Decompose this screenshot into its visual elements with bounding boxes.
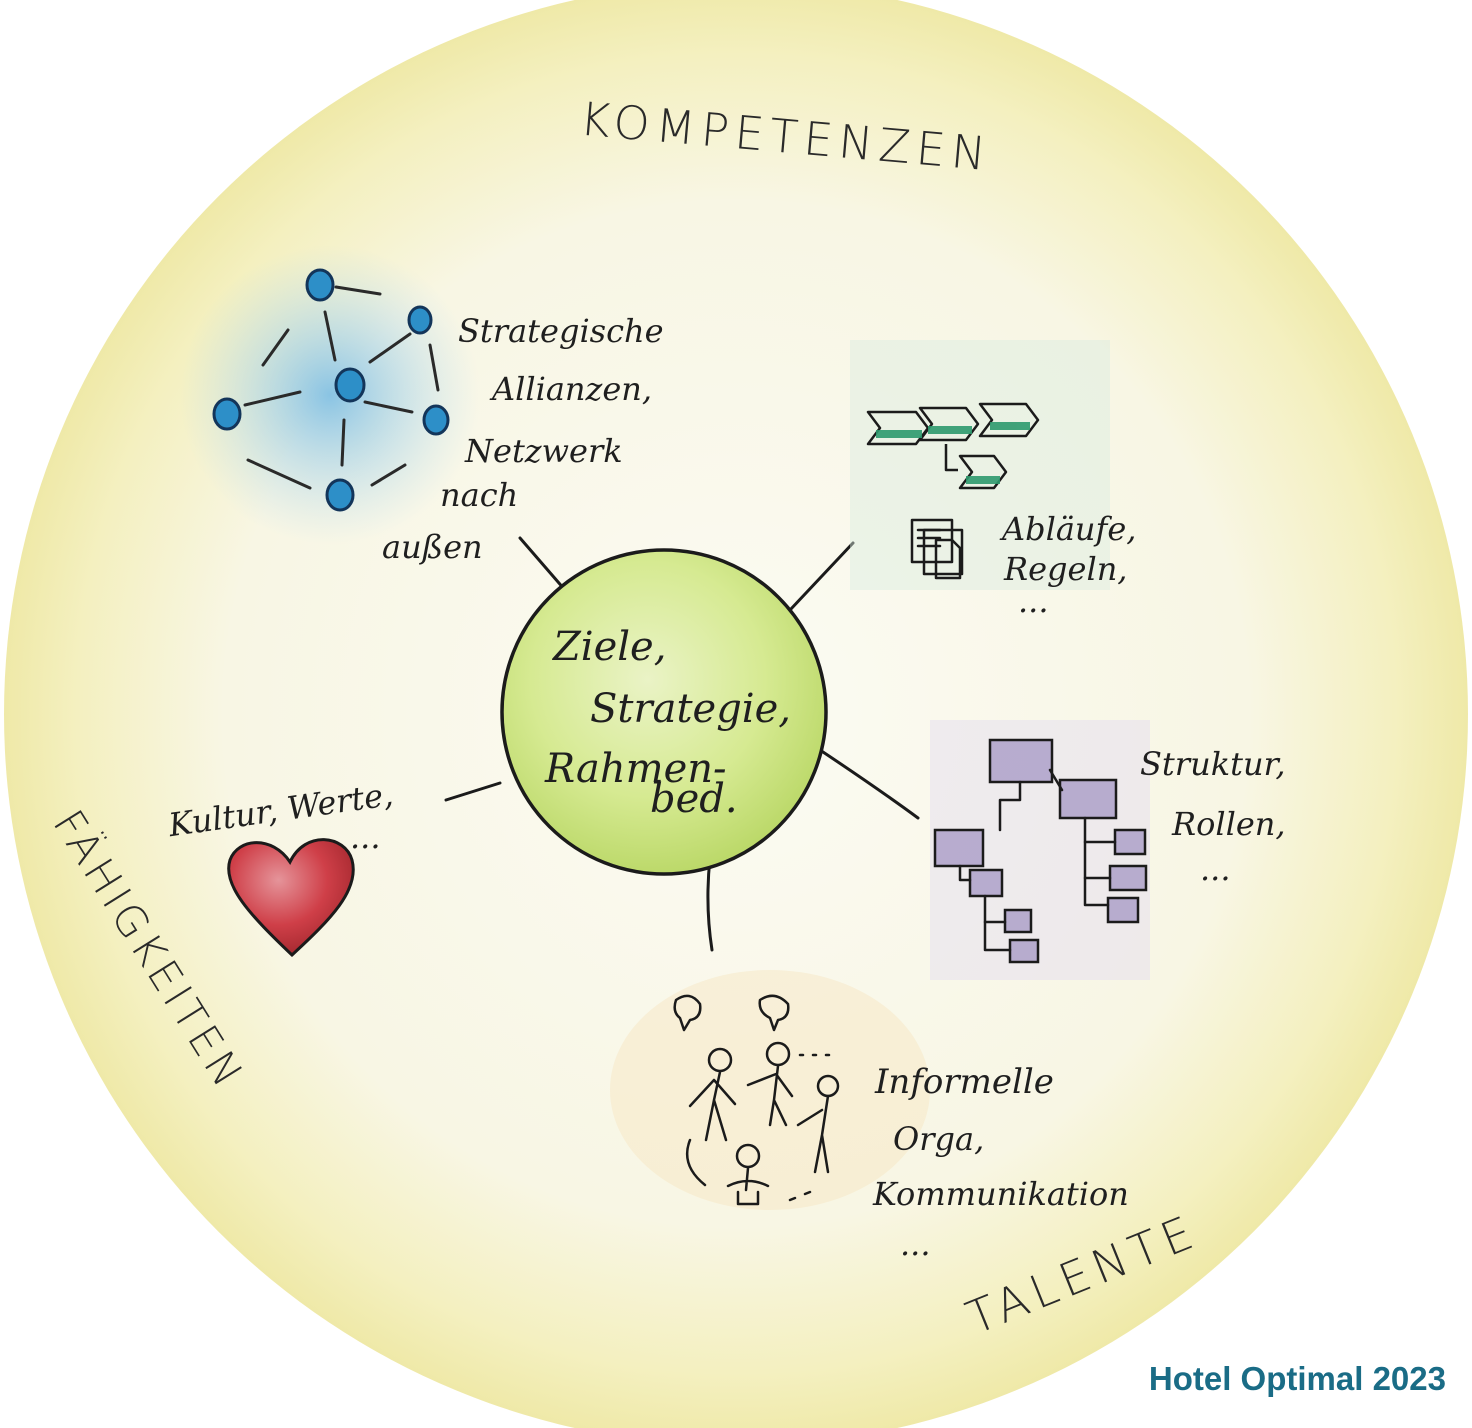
informal-text: Informelle Orga, Kommunikation ...: [872, 1062, 1129, 1263]
informal-line-2: Orga,: [893, 1120, 984, 1158]
center-node: Ziele, Strategie, Rahmen- bed.: [500, 548, 828, 876]
structure-line-1: Struktur,: [1140, 745, 1286, 783]
culture-line-2: ...: [350, 818, 381, 856]
center-circle: [500, 548, 828, 876]
processes-line-3: ...: [1018, 582, 1049, 620]
org-chart-icon: [930, 720, 1150, 980]
network-line-2: Allianzen,: [489, 370, 652, 408]
center-line-3: Rahmen-: [544, 746, 727, 792]
informal-line-1: Informelle: [874, 1062, 1054, 1102]
line-to-culture: [444, 781, 502, 802]
center-line-1: Ziele,: [551, 624, 666, 670]
line-to-structure: [818, 748, 920, 820]
network-line-1: Strategische: [458, 312, 664, 350]
structure-line-3: ...: [1200, 850, 1231, 888]
heart-icon: [227, 838, 355, 958]
informal-line-4: ...: [900, 1225, 931, 1263]
center-line-4: bed.: [650, 776, 738, 822]
network-text: Strategische Allianzen, Netzwerk nach au…: [382, 312, 664, 566]
network-line-5: außen: [382, 528, 483, 566]
line-to-processes: [788, 541, 855, 612]
people-icon: [610, 970, 930, 1210]
processes-line-1: Abläufe,: [999, 510, 1136, 548]
center-line-2: Strategie,: [590, 686, 791, 732]
process-flow-icon: [850, 340, 1110, 590]
processes-line-2: Regeln,: [1003, 550, 1127, 588]
network-line-4: nach: [440, 476, 518, 514]
line-to-network: [518, 536, 567, 592]
structure-text: Struktur, Rollen, ...: [1140, 745, 1286, 888]
credit-label: Hotel Optimal 2023: [1148, 1360, 1446, 1397]
network-icon: [180, 245, 480, 545]
network-line-3: Netzwerk: [464, 432, 623, 470]
network-cloud: [180, 245, 480, 545]
structure-line-2: Rollen,: [1171, 805, 1286, 843]
processes-text: Abläufe, Regeln, ...: [999, 510, 1136, 620]
informal-line-3: Kommunikation: [872, 1175, 1129, 1213]
document-stack-icon: [910, 518, 964, 580]
